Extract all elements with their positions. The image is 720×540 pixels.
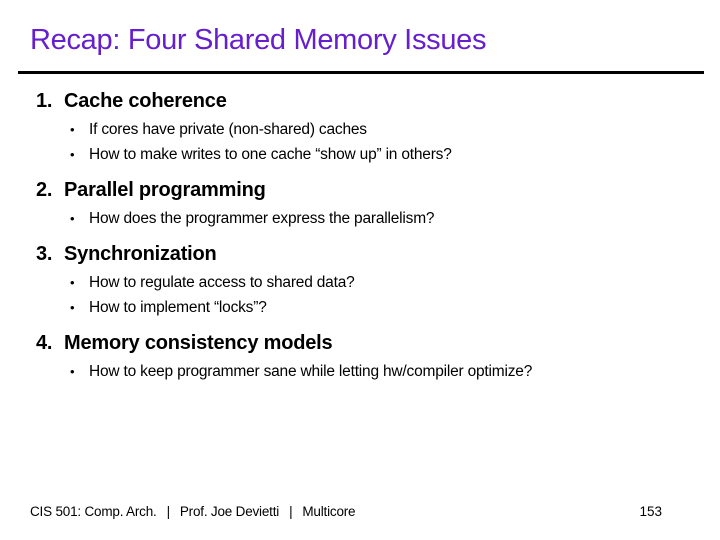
footer-topic: Multicore: [302, 504, 356, 519]
bullet-text: How to regulate access to shared data?: [89, 274, 355, 291]
outline-item-synchronization: 3. Synchronization • How to regulate acc…: [36, 241, 702, 320]
bullet-list: • How does the programmer express the pa…: [36, 206, 702, 231]
outline-item-parallel-programming: 2. Parallel programming • How does the p…: [36, 177, 702, 231]
bullet-text: How to implement “locks”?: [89, 299, 267, 316]
list-item: • How to regulate access to shared data?: [70, 270, 702, 295]
outline-item-memory-consistency-models: 4. Memory consistency models • How to ke…: [36, 330, 702, 384]
bullet-icon: •: [70, 300, 75, 315]
item-heading: 3. Synchronization: [36, 241, 702, 267]
item-heading-text: Cache coherence: [64, 90, 227, 112]
list-item: • How to keep programmer sane while lett…: [70, 359, 702, 384]
slide-body: 1. Cache coherence • If cores have priva…: [36, 88, 702, 384]
outline-item-cache-coherence: 1. Cache coherence • If cores have priva…: [36, 88, 702, 167]
item-heading: 4. Memory consistency models: [36, 330, 702, 356]
footer-separator: |: [166, 504, 171, 519]
item-number: 1.: [36, 90, 53, 112]
item-heading-text: Memory consistency models: [64, 332, 333, 354]
bullet-text: If cores have private (non-shared) cache…: [89, 121, 367, 138]
footer-course: CIS 501: Comp. Arch.: [30, 504, 157, 519]
item-heading: 2. Parallel programming: [36, 177, 702, 203]
item-number: 2.: [36, 179, 53, 201]
list-item: • How does the programmer express the pa…: [70, 206, 702, 231]
footer-author: Prof. Joe Devietti: [179, 504, 280, 519]
bullet-text: How to make writes to one cache “show up…: [89, 146, 452, 163]
list-item: • How to implement “locks”?: [70, 295, 702, 320]
item-heading-text: Parallel programming: [64, 179, 266, 201]
bullet-icon: •: [70, 122, 75, 137]
bullet-icon: •: [70, 364, 75, 379]
slide-footer: CIS 501: Comp. Arch. | Prof. Joe Deviett…: [30, 504, 356, 519]
item-heading-text: Synchronization: [64, 243, 217, 265]
list-item: • How to make writes to one cache “show …: [70, 142, 702, 167]
title-underline-rule: [18, 71, 704, 74]
bullet-text: How to keep programmer sane while lettin…: [89, 363, 533, 380]
footer-separator: |: [289, 504, 293, 519]
item-heading: 1. Cache coherence: [36, 88, 702, 114]
bullet-icon: •: [70, 147, 75, 162]
page-number: 153: [639, 504, 662, 519]
item-number: 4.: [36, 332, 53, 354]
bullet-icon: •: [70, 211, 75, 226]
item-number: 3.: [36, 243, 53, 265]
bullet-list: • How to regulate access to shared data?…: [36, 270, 702, 320]
bullet-list: • If cores have private (non-shared) cac…: [36, 117, 702, 167]
slide-title: Recap: Four Shared Memory Issues: [30, 24, 487, 56]
bullet-icon: •: [70, 275, 75, 290]
bullet-list: • How to keep programmer sane while lett…: [36, 359, 702, 384]
list-item: • If cores have private (non-shared) cac…: [70, 117, 702, 142]
bullet-text: How does the programmer express the para…: [89, 210, 435, 227]
